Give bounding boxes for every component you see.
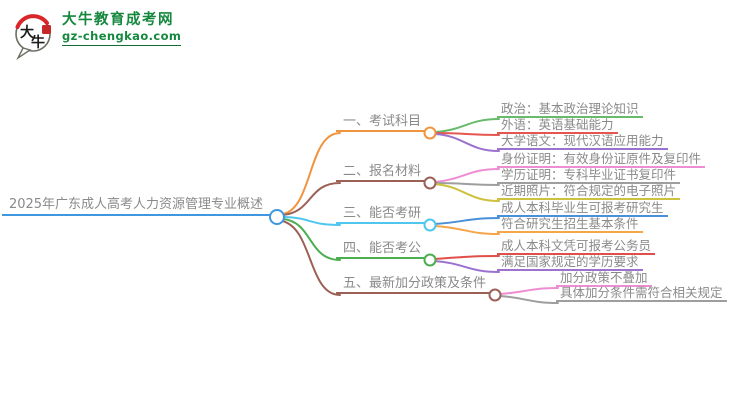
leaf-college-chinese[interactable]: 大学语文：现代汉语应用能力 xyxy=(497,134,668,150)
logo-seal xyxy=(42,25,51,34)
logo-text-block: 大牛教育成考网 gz-chengkao.com xyxy=(62,12,182,46)
edge-root-branch1 xyxy=(282,132,341,215)
branch3-collapse-handle[interactable] xyxy=(423,218,437,232)
logo-char-1: 大 xyxy=(20,24,34,41)
edge-b5-c2 xyxy=(499,295,559,304)
edge-b1-c1 xyxy=(434,118,500,133)
leaf-recent-photo[interactable]: 近期照片：符合规定的电子照片 xyxy=(497,184,681,200)
leaf-civil-service-allowed[interactable]: 成人本科文凭可报考公务员 xyxy=(497,239,656,255)
leaf-bonus-conditions[interactable]: 具体加分条件需符合相关规定 xyxy=(556,286,727,302)
branch-civil-service-eligibility[interactable]: 四、能否考公 xyxy=(336,241,424,259)
leaf-postgrad-allowed[interactable]: 成人本科毕业生可报考研究生 xyxy=(497,201,668,217)
branch4-collapse-handle[interactable] xyxy=(423,253,437,267)
edge-b1-c3 xyxy=(434,133,500,152)
leaf-id-proof[interactable]: 身份证明：有效身份证原件及复印件 xyxy=(497,152,706,168)
leaf-foreign-language[interactable]: 外语：英语基础能力 xyxy=(497,118,618,134)
speech-bubble-tail xyxy=(16,47,32,60)
site-logo[interactable]: 大 牛 大牛教育成考网 gz-chengkao.com xyxy=(12,12,182,60)
brand-name: 大牛教育成考网 xyxy=(62,12,174,28)
edge-root-branch3 xyxy=(283,216,341,226)
logo-char-2: 牛 xyxy=(31,34,45,51)
edge-b4-c2 xyxy=(433,260,500,273)
edge-b2-c2 xyxy=(434,182,500,186)
branch5-collapse-handle[interactable] xyxy=(488,288,502,302)
leaf-politics[interactable]: 政治：基本政治理论知识 xyxy=(497,102,643,118)
root-node[interactable]: 2025年广东成人高考人力资源管理专业概述 xyxy=(2,197,270,216)
root-collapse-handle[interactable] xyxy=(269,209,285,225)
branch-postgrad-eligibility[interactable]: 三、能否考研 xyxy=(336,206,424,224)
edge-root-branch4 xyxy=(282,218,341,261)
edge-root-branch2 xyxy=(282,182,341,216)
edge-b5-c1 xyxy=(499,287,559,295)
branch2-collapse-handle[interactable] xyxy=(423,176,437,190)
leaf-civil-service-requirement[interactable]: 满足国家规定的学历要求 xyxy=(497,255,643,271)
edge-b2-c3 xyxy=(434,183,500,202)
brand-domain: gz-chengkao.com xyxy=(62,29,182,43)
edge-root-branch5 xyxy=(281,220,341,296)
logo-icon: 大 牛 xyxy=(15,14,51,60)
edge-b3-c1 xyxy=(434,217,500,225)
logo-red-arc xyxy=(15,14,49,29)
edge-b1-c2 xyxy=(434,132,500,136)
leaf-diploma-proof[interactable]: 学历证明：专科毕业证书复印件 xyxy=(497,168,681,184)
edge-b3-c2 xyxy=(434,225,500,235)
leaf-postgrad-conditions[interactable]: 符合研究生招生基本条件 xyxy=(497,217,643,233)
leaf-bonus-no-stacking[interactable]: 加分政策不叠加 xyxy=(556,271,652,287)
edge-b2-c1 xyxy=(434,168,500,183)
branch-registration-materials[interactable]: 二、报名材料 xyxy=(336,164,424,182)
branch-bonus-policy[interactable]: 五、最新加分政策及条件 xyxy=(336,276,489,294)
branch1-collapse-handle[interactable] xyxy=(423,126,437,140)
edge-b4-c1 xyxy=(433,255,500,260)
branch-exam-subjects[interactable]: 一、考试科目 xyxy=(336,114,424,132)
